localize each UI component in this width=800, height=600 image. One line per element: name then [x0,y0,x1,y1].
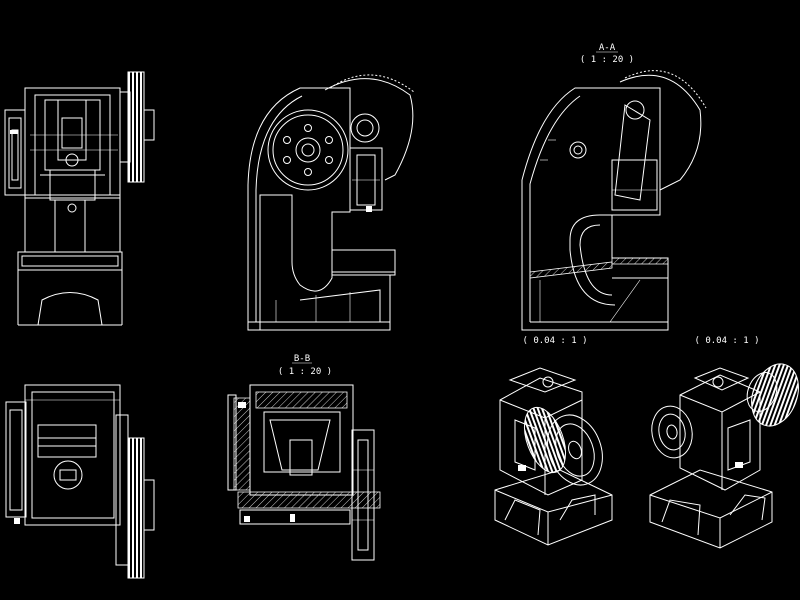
section-bb-scale: ( 1 : 20 ) [278,367,332,377]
isometric-view-left: ( 0.04 : 1 ) [494,336,613,546]
section-bb-title: B-B [294,354,310,364]
section-aa-view: A-A ( 1 : 20 ) [521,43,707,331]
section-bb-view: B-B ( 1 : 20 ) [227,354,381,561]
iso-right-scale: ( 0.04 : 1 ) [694,336,759,346]
section-aa-title: A-A [599,43,616,53]
side-view [247,74,415,331]
isometric-view-right: ( 0.04 : 1 ) [649,336,799,549]
iso-left-scale: ( 0.04 : 1 ) [522,336,587,346]
front-view [4,71,155,326]
top-view [5,384,155,579]
section-aa-scale: ( 1 : 20 ) [580,55,634,65]
